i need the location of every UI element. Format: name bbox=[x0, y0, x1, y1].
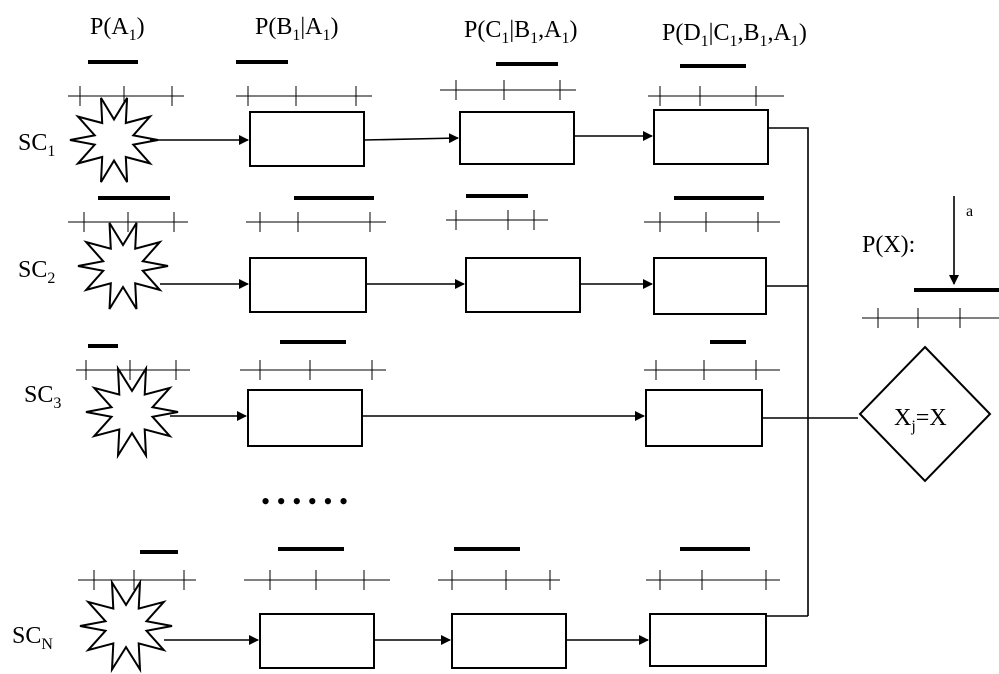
initiating-event-star-icon bbox=[69, 97, 159, 183]
initiating-event-star-icon bbox=[77, 222, 169, 310]
header-p-b1-given-a1: P(B1|A1) bbox=[255, 14, 339, 44]
row-label-sc1: SC1 bbox=[18, 130, 55, 160]
box-scn-c bbox=[451, 613, 567, 669]
header-p-d1-given-c1-b1-a1: P(D1|C1,B1,A1) bbox=[662, 20, 807, 50]
row-label-scn: SCN bbox=[12, 623, 53, 653]
arrow-sc1-2 bbox=[363, 133, 459, 144]
box-scn-d bbox=[649, 613, 767, 667]
ellipsis-more-scenarios: • • • • • • bbox=[261, 487, 348, 516]
merge-connectors bbox=[762, 127, 858, 617]
decision-diamond bbox=[858, 345, 992, 483]
decision-label: Xj=X bbox=[894, 405, 947, 435]
box-sc1-c bbox=[459, 111, 575, 165]
box-sc1-d bbox=[653, 109, 769, 165]
initiating-event-star-icon bbox=[85, 364, 179, 460]
initiating-events bbox=[69, 97, 179, 674]
row-label-sc2: SC2 bbox=[18, 257, 55, 287]
flow-arrows bbox=[150, 131, 653, 645]
header-p-c1-given-b1-a1: P(C1|B1,A1) bbox=[464, 17, 578, 47]
probability-interval-bars bbox=[88, 60, 999, 554]
box-sc3-d bbox=[645, 389, 763, 447]
header-p-a1: P(A1) bbox=[90, 14, 145, 44]
box-sc2-d bbox=[653, 257, 767, 315]
box-sc3-b bbox=[247, 389, 363, 447]
box-sc2-c bbox=[465, 257, 581, 313]
threshold-arrow-label: a bbox=[966, 203, 973, 220]
probability-scales bbox=[68, 80, 999, 590]
initiating-event-star-icon bbox=[79, 578, 173, 674]
box-sc2-b bbox=[249, 257, 367, 313]
box-scn-b bbox=[259, 613, 375, 669]
row-label-sc3: SC3 bbox=[24, 382, 61, 412]
output-probability-label: P(X): bbox=[862, 232, 915, 258]
process-boxes bbox=[247, 109, 769, 669]
box-sc1-b bbox=[249, 111, 365, 167]
